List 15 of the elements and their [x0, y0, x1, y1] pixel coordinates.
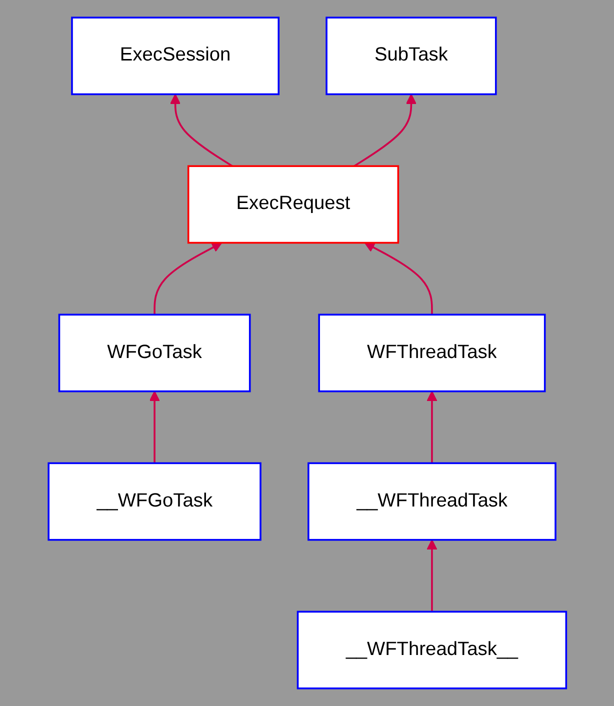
arrow — [426, 390, 437, 464]
arrow — [148, 390, 160, 464]
node-box: SubTask — [325, 16, 496, 96]
arrow — [353, 94, 416, 167]
arrow — [170, 94, 232, 167]
node-box: __WFGoTask — [47, 462, 262, 541]
arrow — [426, 539, 437, 612]
node-box: ExecSession — [70, 16, 280, 96]
arrow — [364, 242, 432, 315]
node-box: __WFThreadTask__ — [296, 610, 567, 690]
node-box: WFGoTask — [58, 314, 250, 392]
node-box: __WFThreadTask — [307, 462, 556, 541]
arrow — [153, 242, 222, 315]
node-box: ExecRequest — [187, 165, 399, 244]
node-box: WFThreadTask — [318, 314, 546, 392]
